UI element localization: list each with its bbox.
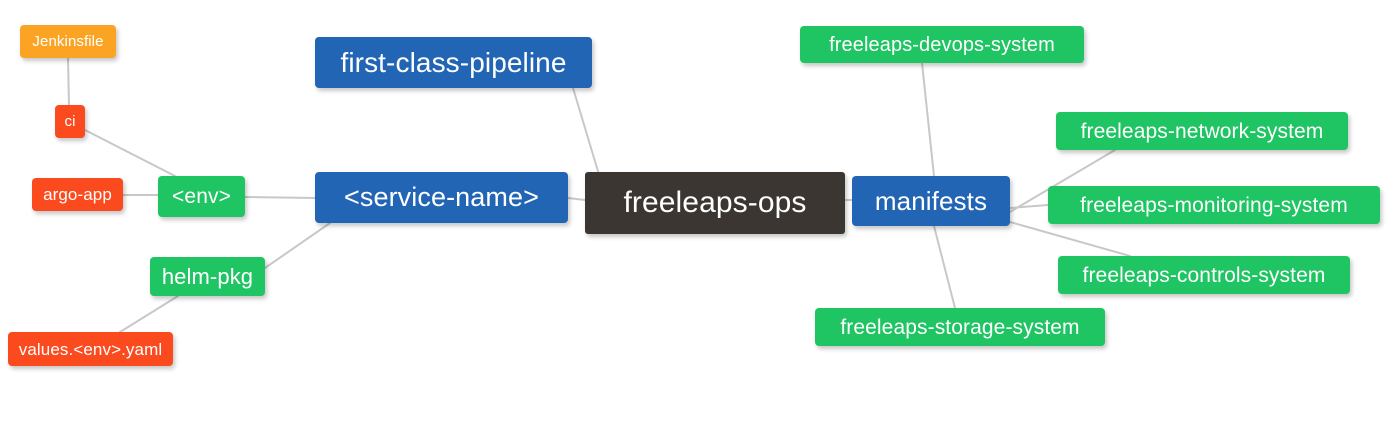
mindmap-node-argo-app[interactable]: argo-app (32, 178, 123, 211)
mindmap-node-root[interactable]: freeleaps-ops (585, 172, 845, 234)
mindmap-node-label: ci (64, 113, 76, 130)
mindmap-node-freeleaps-controls-system[interactable]: freeleaps-controls-system (1058, 256, 1350, 294)
mindmap-node-label: manifests (874, 186, 988, 216)
mindmap-node-label: Jenkinsfile (32, 33, 104, 50)
edge-helm-pkg-to-values-env-yaml (119, 295, 179, 333)
mindmap-node-label: argo-app (43, 185, 112, 204)
mindmap-node-label: first-class-pipeline (340, 46, 567, 78)
mindmap-node-label: freeleaps-devops-system (829, 33, 1055, 56)
edge-service-name-to-env (244, 196, 316, 199)
mindmap-node-jenkinsfile[interactable]: Jenkinsfile (20, 25, 116, 58)
edge-service-name-to-helm-pkg (264, 222, 331, 269)
edge-manifests-to-freeleaps-monitoring-system (1009, 204, 1049, 209)
mindmap-node-env[interactable]: <env> (158, 176, 245, 217)
mindmap-node-freeleaps-devops-system[interactable]: freeleaps-devops-system (800, 26, 1084, 63)
mindmap-node-label: <service-name> (344, 182, 539, 212)
mindmap-node-ci[interactable]: ci (55, 105, 85, 138)
mindmap-node-label: freeleaps-ops (623, 186, 807, 219)
edge-manifests-to-freeleaps-devops-system (921, 62, 935, 177)
mindmap-node-label: helm-pkg (161, 263, 254, 289)
mindmap-node-label: freeleaps-storage-system (840, 315, 1080, 339)
mindmap-node-service-name[interactable]: <service-name> (315, 172, 568, 223)
edge-env-to-ci (84, 129, 176, 177)
mindmap-node-label: freeleaps-monitoring-system (1080, 193, 1348, 217)
edge-ci-to-jenkinsfile (67, 57, 70, 106)
edge-root-to-service-name (567, 197, 586, 201)
mindmap-node-freeleaps-network-system[interactable]: freeleaps-network-system (1056, 112, 1348, 150)
edge-manifests-to-freeleaps-storage-system (933, 225, 956, 309)
mindmap-node-label: freeleaps-controls-system (1082, 263, 1326, 287)
mindmap-node-label: values.<env>.yaml (18, 339, 163, 359)
mindmap-node-label: <env> (172, 185, 231, 208)
mindmap-node-freeleaps-storage-system[interactable]: freeleaps-storage-system (815, 308, 1105, 346)
mindmap-node-first-class-pipeline[interactable]: first-class-pipeline (315, 37, 592, 88)
mindmap-node-label: freeleaps-network-system (1080, 119, 1324, 143)
edge-root-to-first-class-pipeline (572, 87, 601, 179)
mindmap-node-manifests[interactable]: manifests (852, 176, 1010, 226)
mindmap-node-helm-pkg[interactable]: helm-pkg (150, 257, 265, 296)
mindmap-node-freeleaps-monitoring-system[interactable]: freeleaps-monitoring-system (1048, 186, 1380, 224)
mindmap-node-values-env-yaml[interactable]: values.<env>.yaml (8, 332, 173, 366)
edge-manifests-to-freeleaps-controls-system (1009, 221, 1131, 257)
